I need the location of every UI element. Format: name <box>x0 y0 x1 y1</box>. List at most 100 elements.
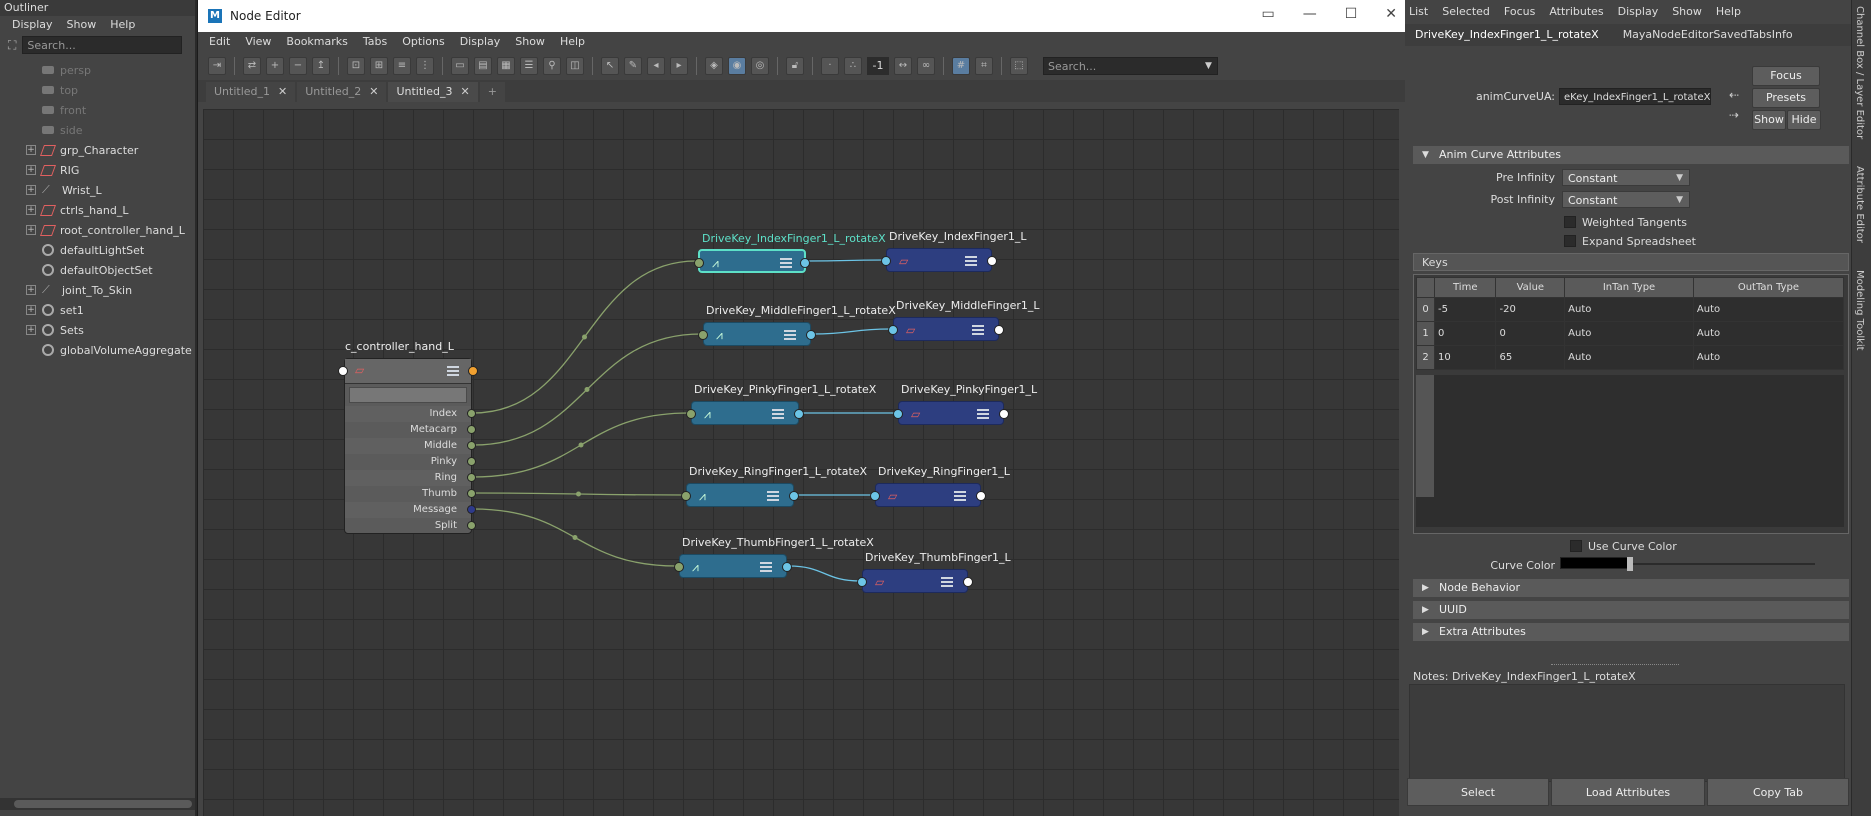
zoom-number-field[interactable]: -1 <box>867 57 889 75</box>
weighted-tangents-checkbox[interactable] <box>1564 216 1576 228</box>
node-menu-icon[interactable] <box>941 577 953 587</box>
output-connection-icon[interactable]: ⇢ <box>1729 108 1740 122</box>
node-output-port[interactable] <box>999 409 1009 419</box>
connection-edge[interactable] <box>807 259 885 262</box>
tab-saved-tabs-info[interactable]: MayaNodeEditorSavedTabsInfo <box>1622 28 1793 41</box>
add-tab-button[interactable]: + <box>479 82 505 102</box>
menu-display[interactable]: Display <box>1617 5 1659 18</box>
lock-icon[interactable]: 🔓︎ <box>786 57 804 75</box>
outliner-item[interactable]: globalVolumeAggregate <box>0 340 195 360</box>
node-menu-icon[interactable] <box>977 409 989 419</box>
remove-selected-icon[interactable]: − <box>289 57 307 75</box>
keys-cell-time[interactable]: 10 <box>1433 345 1497 370</box>
presets-button[interactable]: Presets <box>1752 88 1820 108</box>
node-input-port[interactable] <box>870 491 880 501</box>
controller-input-port[interactable] <box>338 366 348 376</box>
transform-node[interactable]: DriveKey_ThumbFinger1_L▱ <box>857 551 1011 593</box>
graph-io-icon[interactable]: ⇄ <box>243 57 261 75</box>
outliner-item[interactable]: +⟋Wrist_L <box>0 180 195 200</box>
node-highlight-icon[interactable]: ◉ <box>728 57 746 75</box>
keys-cell-out[interactable]: Auto <box>1692 321 1845 346</box>
menu-show[interactable]: Show <box>1672 5 1702 18</box>
dashed-box-icon[interactable]: ⬚ <box>1010 57 1028 75</box>
node-output-port[interactable] <box>794 409 804 419</box>
attribute-filter-icon[interactable]: ◈ <box>705 57 723 75</box>
keys-cell-time[interactable]: 0 <box>1433 321 1497 346</box>
attr-output-port[interactable] <box>467 473 476 482</box>
maximize-icon[interactable]: ☐ <box>1344 6 1358 22</box>
outliner-search-input[interactable]: Search... <box>22 36 183 54</box>
outliner-item[interactable]: defaultObjectSet <box>0 260 195 280</box>
expand-icon[interactable]: + <box>26 285 36 295</box>
outliner-item[interactable]: +⟋joint_To_Skin <box>0 280 195 300</box>
spread-icon[interactable]: ∴ <box>844 57 862 75</box>
node-menu-icon[interactable] <box>780 258 792 268</box>
keys-cell-in[interactable]: Auto <box>1564 321 1694 346</box>
select-button[interactable]: Select <box>1407 778 1549 806</box>
expand-icon[interactable]: + <box>26 225 36 235</box>
outliner-item[interactable]: +set1 <box>0 300 195 320</box>
node-menu-icon[interactable] <box>772 409 784 419</box>
simple-mode-icon[interactable]: ▭ <box>451 57 469 75</box>
node-menu-icon[interactable] <box>784 330 796 340</box>
node-menu-icon[interactable] <box>965 256 977 266</box>
outliner-item[interactable]: persp <box>0 60 195 80</box>
expand-icon[interactable]: + <box>26 185 36 195</box>
connection-edge[interactable] <box>788 565 861 582</box>
layout-icon[interactable]: ≡ <box>393 57 411 75</box>
node-input-port[interactable] <box>857 577 867 587</box>
pre-infinity-dropdown[interactable]: Constant▼ <box>1562 169 1690 186</box>
full-mode-icon[interactable]: ▦ <box>497 57 515 75</box>
keys-cell-out[interactable]: Auto <box>1692 297 1845 322</box>
align-icon[interactable]: ⋮ <box>416 57 434 75</box>
node-output-port[interactable] <box>806 330 816 340</box>
keys-cell-time[interactable]: -5 <box>1433 297 1497 322</box>
node-input-port[interactable] <box>674 562 684 572</box>
anim-curve-node[interactable]: DriveKey_PinkyFinger1_L_rotateX⩘ <box>686 383 876 425</box>
anim-curve-name-field[interactable]: eKey_IndexFinger1_L_rotateX <box>1559 88 1711 105</box>
notes-textarea[interactable] <box>1409 684 1845 782</box>
outliner-item[interactable]: +RIG <box>0 160 195 180</box>
frame-selected-icon[interactable]: ⊞ <box>370 57 388 75</box>
load-attributes-button[interactable]: Load Attributes <box>1551 778 1705 806</box>
section-uuid[interactable]: ▶UUID <box>1413 601 1849 619</box>
use-curve-color-checkbox[interactable] <box>1570 540 1582 552</box>
graph-up-icon[interactable]: ↥ <box>312 57 330 75</box>
expand-icon[interactable]: + <box>26 145 36 155</box>
tab-untitled-3[interactable]: Untitled_3✕ <box>388 82 478 102</box>
snapshot-icon[interactable]: ◫ <box>566 57 584 75</box>
select-upstream-icon[interactable]: ◂ <box>647 57 665 75</box>
outliner-scrollbar[interactable] <box>0 798 195 810</box>
transform-node[interactable]: DriveKey_IndexFinger1_L▱ <box>881 230 1027 272</box>
controller-attr[interactable]: Index <box>345 406 476 422</box>
connected-mode-icon[interactable]: ▤ <box>474 57 492 75</box>
tab-untitled-2[interactable]: Untitled_2✕ <box>297 82 387 102</box>
node-input-port[interactable] <box>694 258 704 268</box>
keys-col-intan[interactable]: InTan Type <box>1564 277 1694 298</box>
node-input-port[interactable] <box>681 491 691 501</box>
node-menu-icon[interactable] <box>972 325 984 335</box>
menu-attributes[interactable]: Attributes <box>1549 5 1604 18</box>
grid-icon[interactable]: ⌗ <box>975 57 993 75</box>
outliner-menu-help[interactable]: Help <box>110 18 136 31</box>
node-editor-search-input[interactable]: Search... <box>1043 57 1218 75</box>
dock-icon[interactable]: ▭ <box>1261 6 1275 22</box>
node-output-port[interactable] <box>800 258 810 268</box>
keys-cell-out[interactable]: Auto <box>1692 345 1845 370</box>
side-tab-attribute-editor[interactable]: Attribute Editor <box>1854 166 1865 243</box>
show-button[interactable]: Show <box>1752 110 1786 130</box>
menu-show[interactable]: Show <box>515 35 545 48</box>
custom-mode-icon[interactable]: ☰ <box>520 57 538 75</box>
graph-input-icon[interactable]: ⇥ <box>208 57 226 75</box>
transform-node[interactable]: DriveKey_MiddleFinger1_L▱ <box>888 299 1040 341</box>
close-icon[interactable]: ✕ <box>369 85 379 98</box>
outliner-item[interactable]: +ctrls_hand_L <box>0 200 195 220</box>
outliner-item[interactable]: front <box>0 100 195 120</box>
expand-icon[interactable]: + <box>26 165 36 175</box>
pin-icon[interactable]: ✎ <box>624 57 642 75</box>
grid-snap-icon[interactable]: # <box>952 57 970 75</box>
menu-focus[interactable]: Focus <box>1503 5 1536 18</box>
menu-list[interactable]: List <box>1409 5 1429 18</box>
menu-help[interactable]: Help <box>1715 5 1741 18</box>
